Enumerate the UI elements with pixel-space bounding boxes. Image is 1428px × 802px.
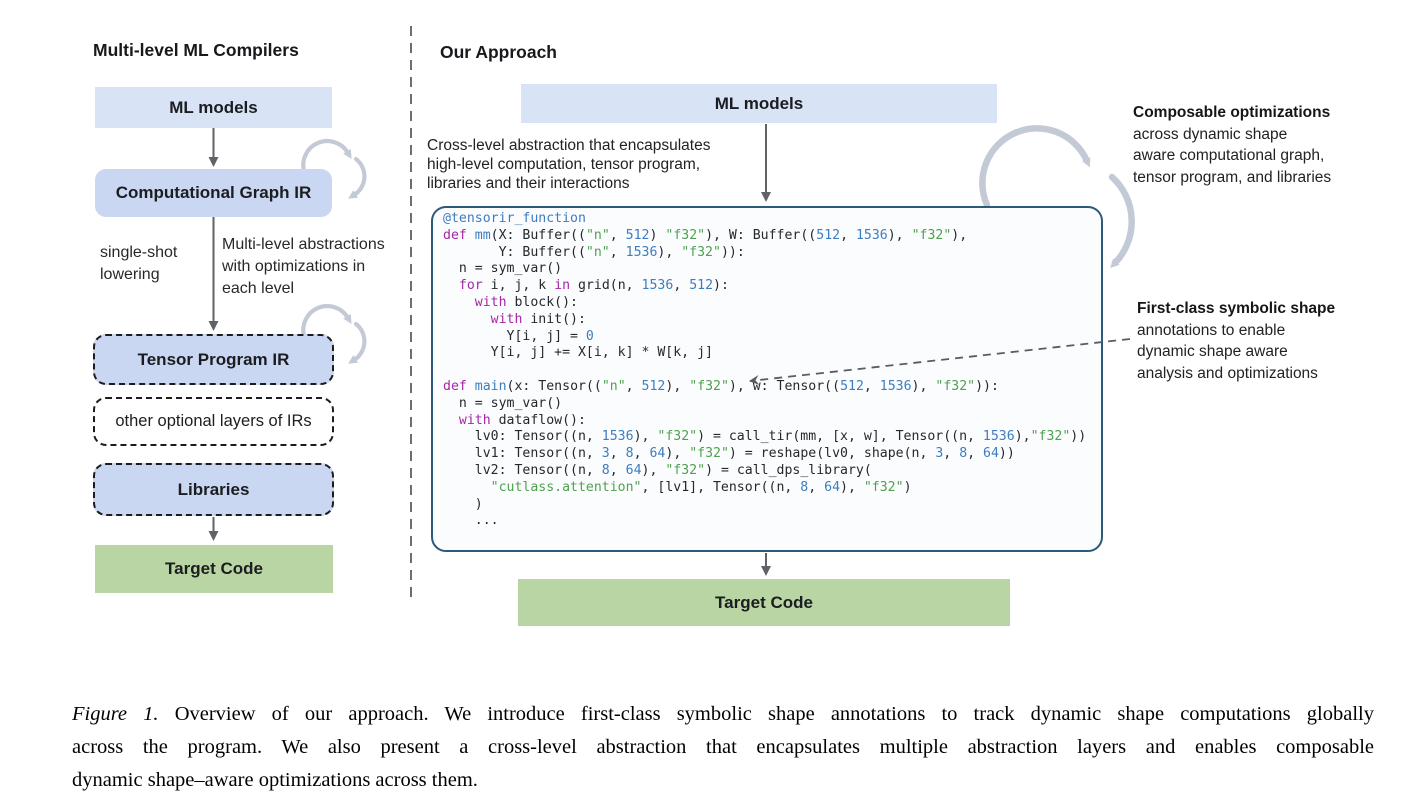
note-cross-level-rest0: that encapsulates: [584, 137, 711, 154]
note-symbolic: First-class symbolic shape annotations t…: [1137, 298, 1335, 384]
note-composable: Composable optimizations across dynamic …: [1133, 102, 1331, 188]
cycle-icon-composable: [979, 125, 1135, 269]
note-composable-line0: across dynamic shape: [1133, 125, 1288, 143]
left-panel-title: Multi-level ML Compilers: [93, 40, 299, 60]
box-target-code-right: Target Code: [518, 579, 1010, 626]
box-other-layers-label: other optional layers of IRs: [115, 412, 312, 430]
box-target-code-left-label: Target Code: [165, 559, 263, 578]
box-comp-graph-ir: Computational Graph IR: [95, 169, 332, 217]
note-cross-level: Cross-level abstraction that encapsulate…: [427, 136, 710, 193]
box-libraries: Libraries: [93, 463, 334, 516]
note-composable-line1: aware computational graph,: [1133, 147, 1325, 164]
cycle-icon-comp-graph: [301, 138, 367, 199]
edge-label-single-shot: single-shot lowering: [100, 244, 178, 283]
caption-line-1-text: Overview of our approach. We introduce f…: [174, 703, 1374, 725]
note-symbolic-line2: analysis and optimizations: [1137, 364, 1318, 382]
box-ml-models-left: ML models: [95, 87, 332, 128]
dashed-annotation-arrow: [749, 338, 1131, 385]
edge-label-multi-level: Multi-level abstractions with optimizati…: [222, 236, 385, 297]
right-panel-title: Our Approach: [440, 42, 557, 62]
caption-line-2: across the program. We also present a cr…: [72, 736, 1374, 758]
box-tensor-program-ir: Tensor Program IR: [93, 334, 334, 385]
caption-figure-label: Figure 1.: [72, 703, 159, 725]
box-ml-models-right: ML models: [521, 84, 997, 123]
box-comp-graph-ir-label: Computational Graph IR: [115, 183, 312, 202]
note-cross-level-rest2: libraries and their interactions: [427, 175, 630, 192]
note-symbolic-line0: annotations to enable: [1137, 321, 1286, 339]
caption: Figure 1. Overview of our approach. We i…: [72, 698, 1374, 797]
box-target-code-right-label: Target Code: [715, 592, 813, 612]
caption-line-1: Figure 1. Overview of our approach. We i…: [72, 698, 1374, 731]
box-ml-models-right-label: ML models: [714, 93, 804, 113]
box-tensor-program-ir-label: Tensor Program IR: [137, 349, 290, 369]
note-cross-level-rest1: high-level computation, tensor program,: [427, 156, 701, 173]
box-libraries-label: Libraries: [177, 479, 250, 499]
cycle-icon-tensor-program: [301, 303, 367, 364]
note-composable-bold: Composable optimizations: [1133, 104, 1331, 121]
caption-line-3: dynamic shape–aware optimizations across…: [72, 769, 478, 791]
note-cross-level-bold: Cross-level abstraction: [427, 137, 585, 154]
note-composable-line2: tensor program, and libraries: [1133, 168, 1332, 186]
box-other-layers: other optional layers of IRs: [93, 397, 334, 446]
box-ml-models-left-label: ML models: [169, 97, 258, 117]
box-target-code-left: Target Code: [95, 545, 333, 593]
note-symbolic-bold: First-class symbolic shape: [1137, 300, 1336, 317]
note-symbolic-line1: dynamic shape aware: [1137, 343, 1288, 360]
